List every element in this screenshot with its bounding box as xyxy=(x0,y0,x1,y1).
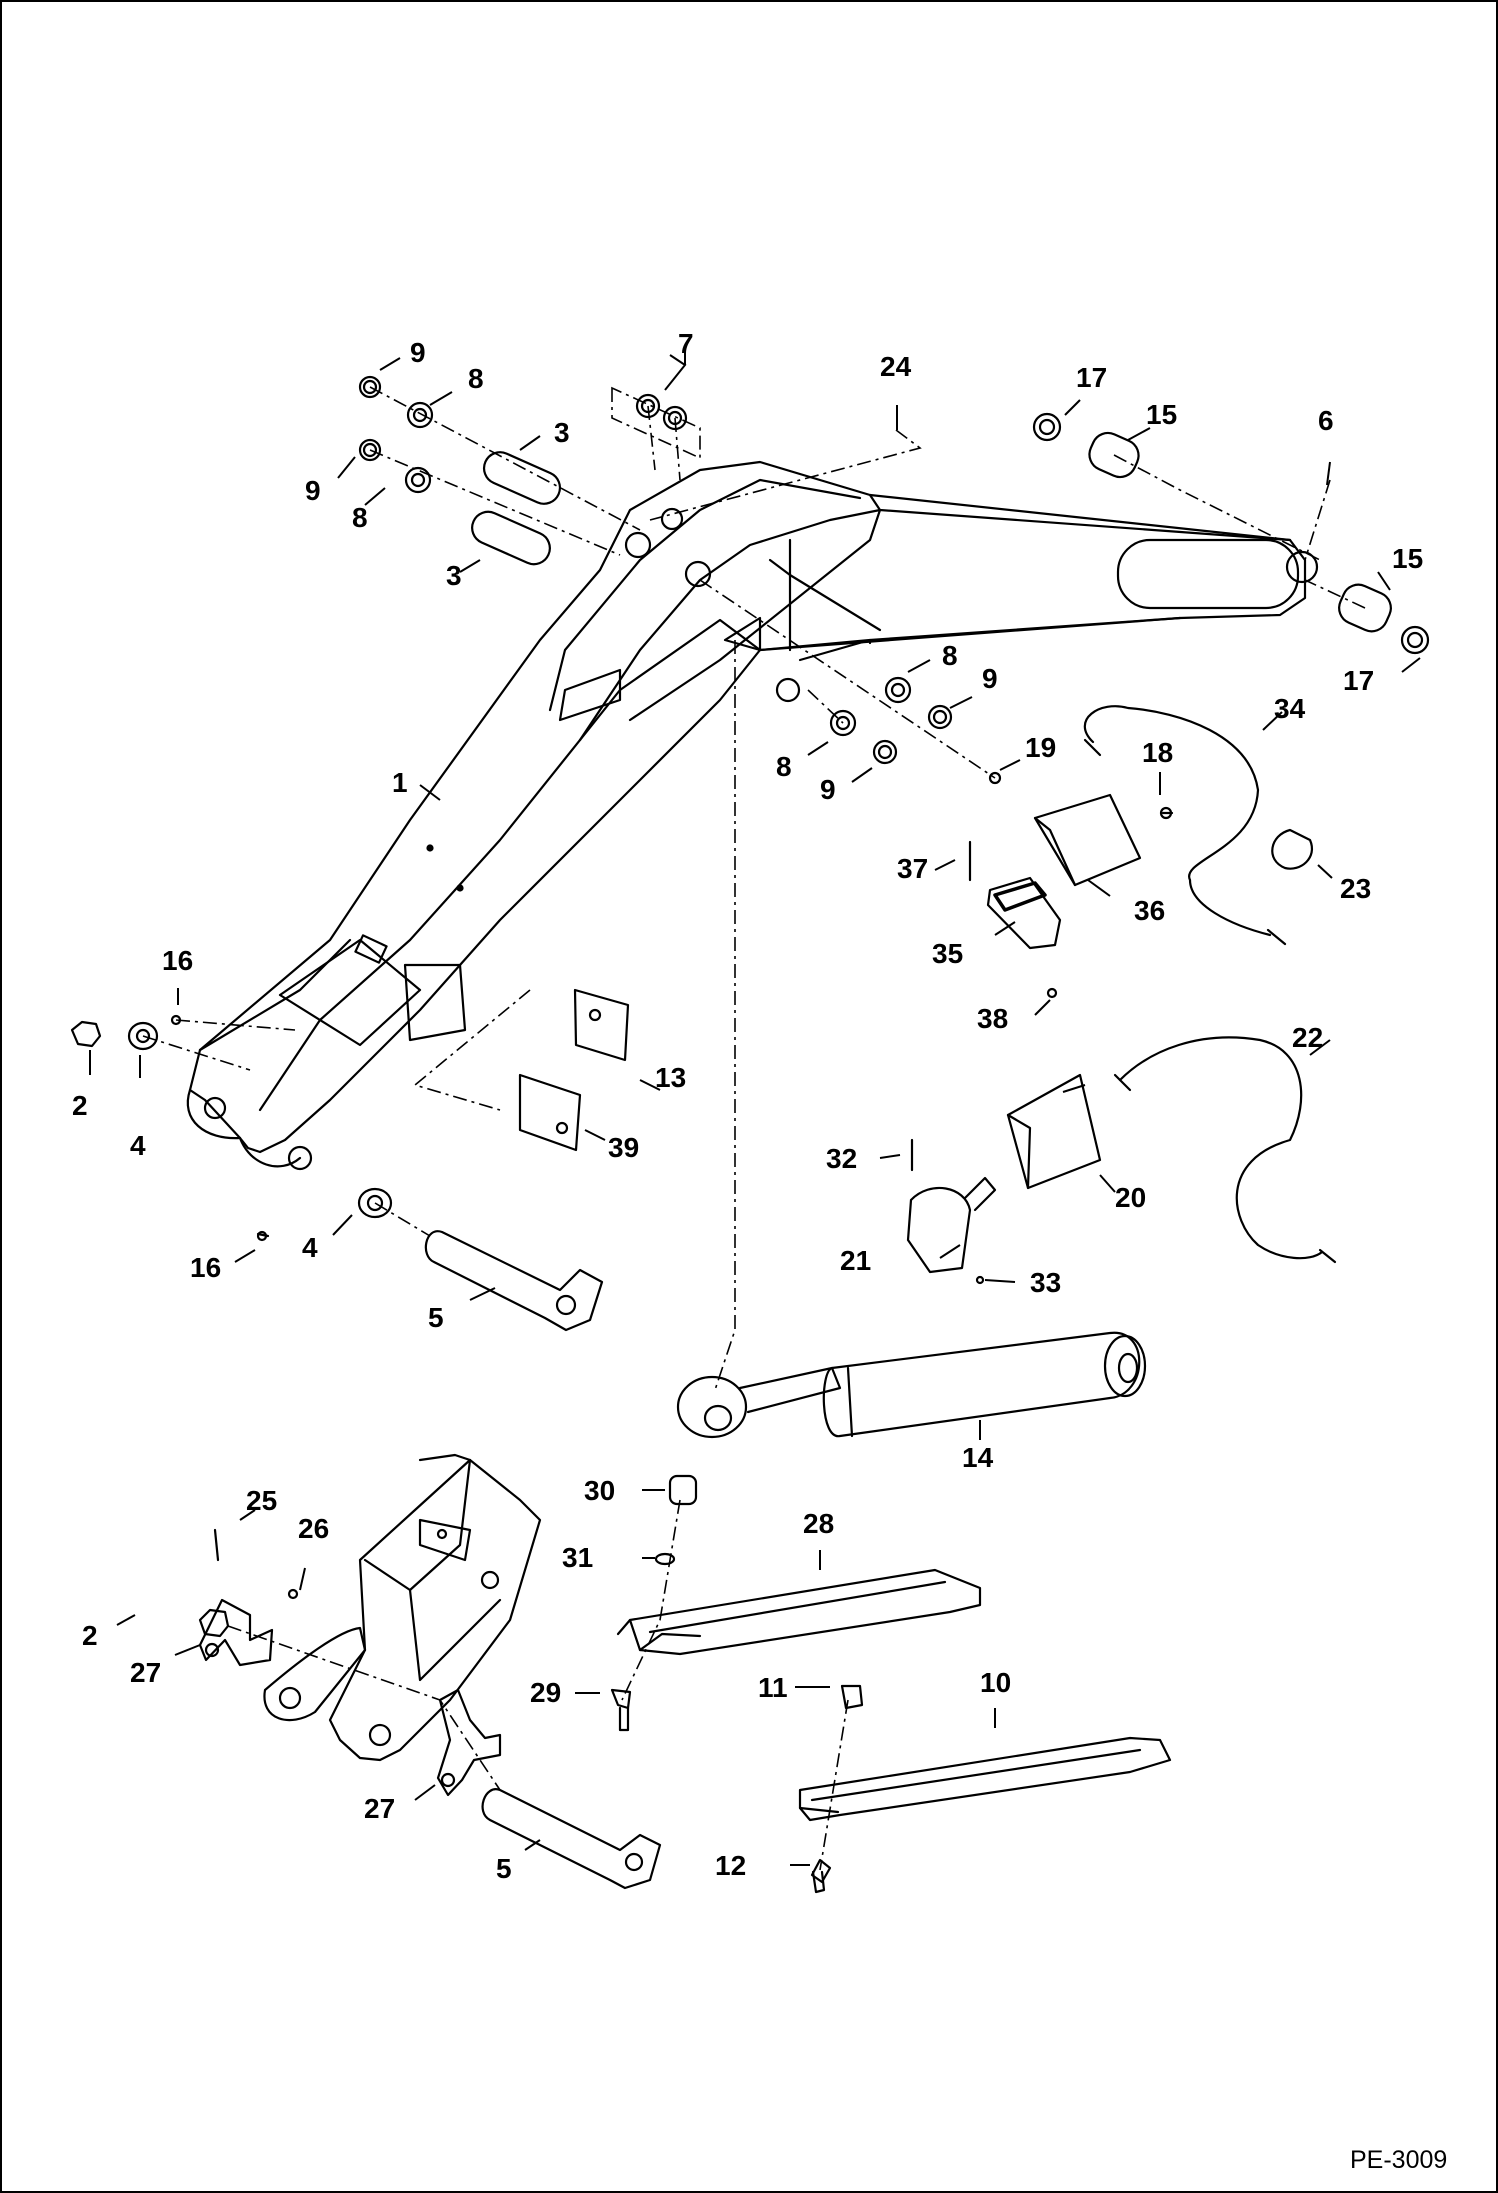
washers-part-8-9 xyxy=(358,375,1002,785)
callout-30: 30 xyxy=(584,1475,615,1506)
callout-8-b: 8 xyxy=(352,502,368,533)
callout-17-bottom: 17 xyxy=(1343,665,1374,696)
callout-34: 34 xyxy=(1274,693,1306,724)
callout-16-top: 16 xyxy=(162,945,193,976)
callout-27-bottom: 27 xyxy=(364,1793,395,1824)
leader-boxes xyxy=(611,386,701,460)
callout-39: 39 xyxy=(608,1132,639,1163)
callout-15-top: 15 xyxy=(1146,399,1177,430)
callout-18: 18 xyxy=(1142,737,1173,768)
callout-15-bottom: 15 xyxy=(1392,543,1423,574)
callout-16-bottom: 16 xyxy=(190,1252,221,1283)
callout-22: 22 xyxy=(1292,1022,1323,1053)
callout-3-top: 3 xyxy=(554,417,570,448)
cylinder-part-14 xyxy=(676,1331,1147,1439)
callout-28: 28 xyxy=(803,1508,834,1539)
arm-foot xyxy=(263,1453,542,1762)
callout-ticks xyxy=(89,352,1421,1866)
boom-part-1 xyxy=(186,460,1319,1171)
callout-3-bottom: 3 xyxy=(446,560,462,591)
pin-part-5-lower xyxy=(481,1788,662,1890)
callout-5-top: 5 xyxy=(428,1302,444,1333)
callout-17-top: 17 xyxy=(1076,362,1107,393)
callout-11: 11 xyxy=(758,1672,788,1703)
callout-9-a: 9 xyxy=(410,337,426,368)
callout-6: 6 xyxy=(1318,405,1334,436)
callout-9-c: 9 xyxy=(982,663,998,694)
callout-4-right: 4 xyxy=(302,1232,318,1263)
callout-8-d: 8 xyxy=(776,751,792,782)
callout-35: 35 xyxy=(932,938,963,969)
callout-9-b: 9 xyxy=(305,475,321,506)
callout-12: 12 xyxy=(715,1850,746,1881)
callout-32: 32 xyxy=(826,1143,857,1174)
work-light-lower xyxy=(906,1036,1337,1285)
callout-5-bottom: 5 xyxy=(496,1853,512,1884)
callout-8-a: 8 xyxy=(468,363,484,394)
leader-lines xyxy=(142,386,1366,1871)
guard-part-28 xyxy=(610,1568,982,1732)
callout-14: 14 xyxy=(962,1442,994,1473)
callout-4-left: 4 xyxy=(130,1130,146,1161)
callout-38: 38 xyxy=(977,1003,1008,1034)
callout-24: 24 xyxy=(880,351,912,382)
callout-7: 7 xyxy=(678,328,694,359)
figure-code: PE-3009 xyxy=(1350,2146,1447,2174)
callout-labels: 1 2 2 3 3 4 4 5 5 6 7 8 8 8 8 9 9 9 9 10… xyxy=(72,328,1423,1884)
guard-part-10 xyxy=(798,1684,1172,1894)
callout-8-c: 8 xyxy=(942,640,958,671)
callout-27-top: 27 xyxy=(130,1657,161,1688)
callout-19: 19 xyxy=(1025,732,1056,763)
bushings-part-15-17 xyxy=(1032,412,1430,655)
bushing-part-30-31 xyxy=(654,1474,698,1566)
callout-33: 33 xyxy=(1030,1267,1061,1298)
callout-31: 31 xyxy=(562,1542,593,1573)
pins-part-3 xyxy=(471,451,562,566)
callout-10: 10 xyxy=(980,1667,1011,1698)
callout-36: 36 xyxy=(1134,895,1165,926)
callout-20: 20 xyxy=(1115,1182,1146,1213)
callout-1: 1 xyxy=(392,767,408,798)
callout-26: 26 xyxy=(298,1513,329,1544)
callout-29: 29 xyxy=(530,1677,561,1708)
callout-21: 21 xyxy=(840,1245,871,1276)
callout-23: 23 xyxy=(1340,873,1371,904)
callout-13: 13 xyxy=(655,1062,686,1093)
callout-2-bottom: 2 xyxy=(82,1620,98,1651)
callout-2-top: 2 xyxy=(72,1090,88,1121)
callout-9-d: 9 xyxy=(820,774,836,805)
work-light-upper xyxy=(968,705,1313,999)
callout-25: 25 xyxy=(246,1485,277,1516)
callout-37: 37 xyxy=(897,853,928,884)
